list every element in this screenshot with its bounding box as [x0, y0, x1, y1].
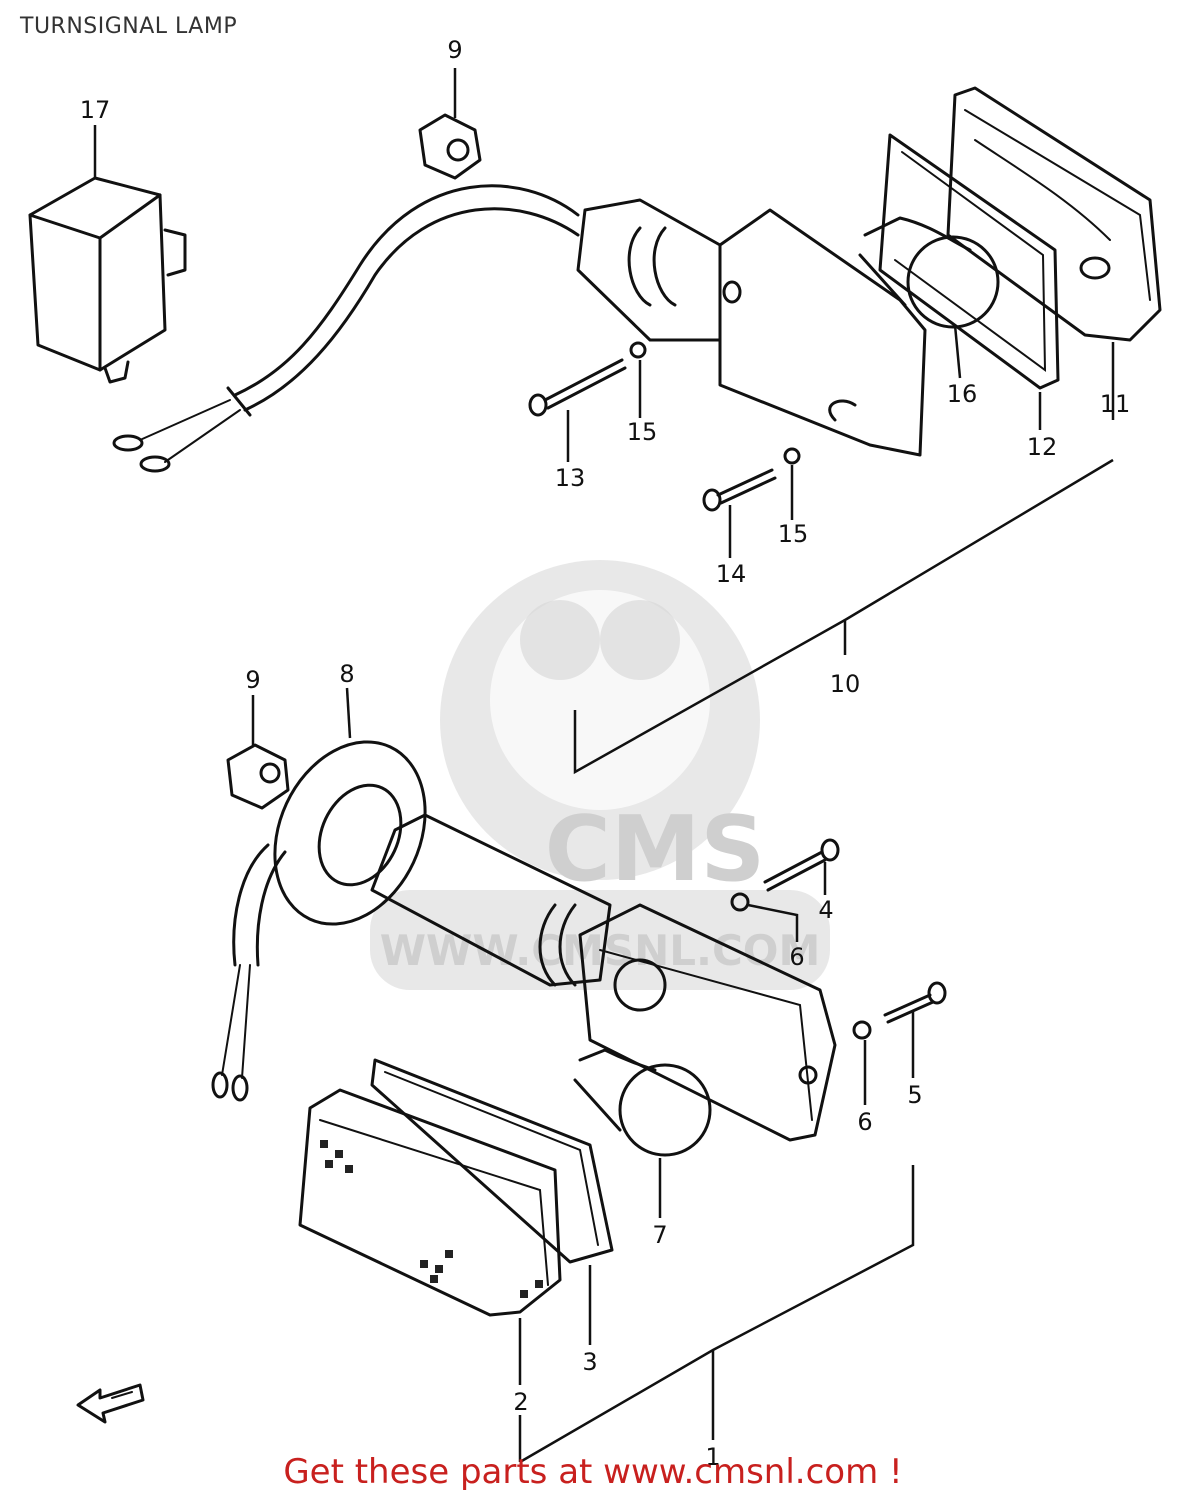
washer-15a: [629, 341, 647, 359]
screw-13: [528, 358, 627, 417]
lower-turnsignal-assembly: [211, 813, 837, 1317]
callout-11: 11: [1100, 390, 1131, 418]
washer-6b: [852, 1020, 872, 1040]
flasher-relay: [28, 176, 187, 384]
callout-5: 5: [907, 1081, 922, 1109]
front-direction-arrow-icon: [76, 1383, 145, 1424]
watermark-logo: CMS WWW.CMSNL.COM: [370, 560, 830, 990]
watermark-logo-text: CMS: [545, 797, 765, 902]
leader-lines: [93, 68, 1115, 1464]
washer-15b: [783, 447, 801, 465]
callout-13: 13: [555, 464, 586, 492]
callout-1: 1: [705, 1443, 720, 1471]
seal-ring-8: [273, 740, 427, 926]
callout-labels: 9 17 16 12 11 13 15 14 15 10 9 8 4 6 6 5…: [80, 36, 1131, 1471]
callout-6b: 6: [857, 1108, 872, 1136]
promo-link-text[interactable]: Get these parts at www.cmsnl.com !: [283, 1452, 903, 1492]
callout-15a: 15: [627, 418, 658, 446]
washer-6a: [730, 892, 750, 912]
callout-8: 8: [339, 660, 354, 688]
callout-9-lower: 9: [245, 666, 260, 694]
callout-17: 17: [80, 96, 111, 124]
callout-4: 4: [818, 896, 833, 924]
callout-14: 14: [716, 560, 747, 588]
screw-14: [702, 468, 777, 512]
upper-turnsignal-assembly: [112, 86, 1162, 473]
callout-10: 10: [830, 670, 861, 698]
callout-7: 7: [652, 1221, 667, 1249]
grommet-nut-top: [418, 113, 482, 180]
callout-15b: 15: [778, 520, 809, 548]
callout-6a: 6: [789, 943, 804, 971]
callout-9-top: 9: [447, 36, 462, 64]
callout-2: 2: [513, 1388, 528, 1416]
callout-3: 3: [582, 1348, 597, 1376]
grommet-nut-lower: [226, 743, 290, 810]
screw-5: [883, 981, 947, 1024]
diagram-title: TURNSIGNAL LAMP: [20, 14, 238, 39]
lens-texture: [320, 1140, 543, 1298]
screw-4: [763, 838, 840, 892]
callout-16: 16: [947, 380, 978, 408]
callout-12: 12: [1027, 433, 1058, 461]
